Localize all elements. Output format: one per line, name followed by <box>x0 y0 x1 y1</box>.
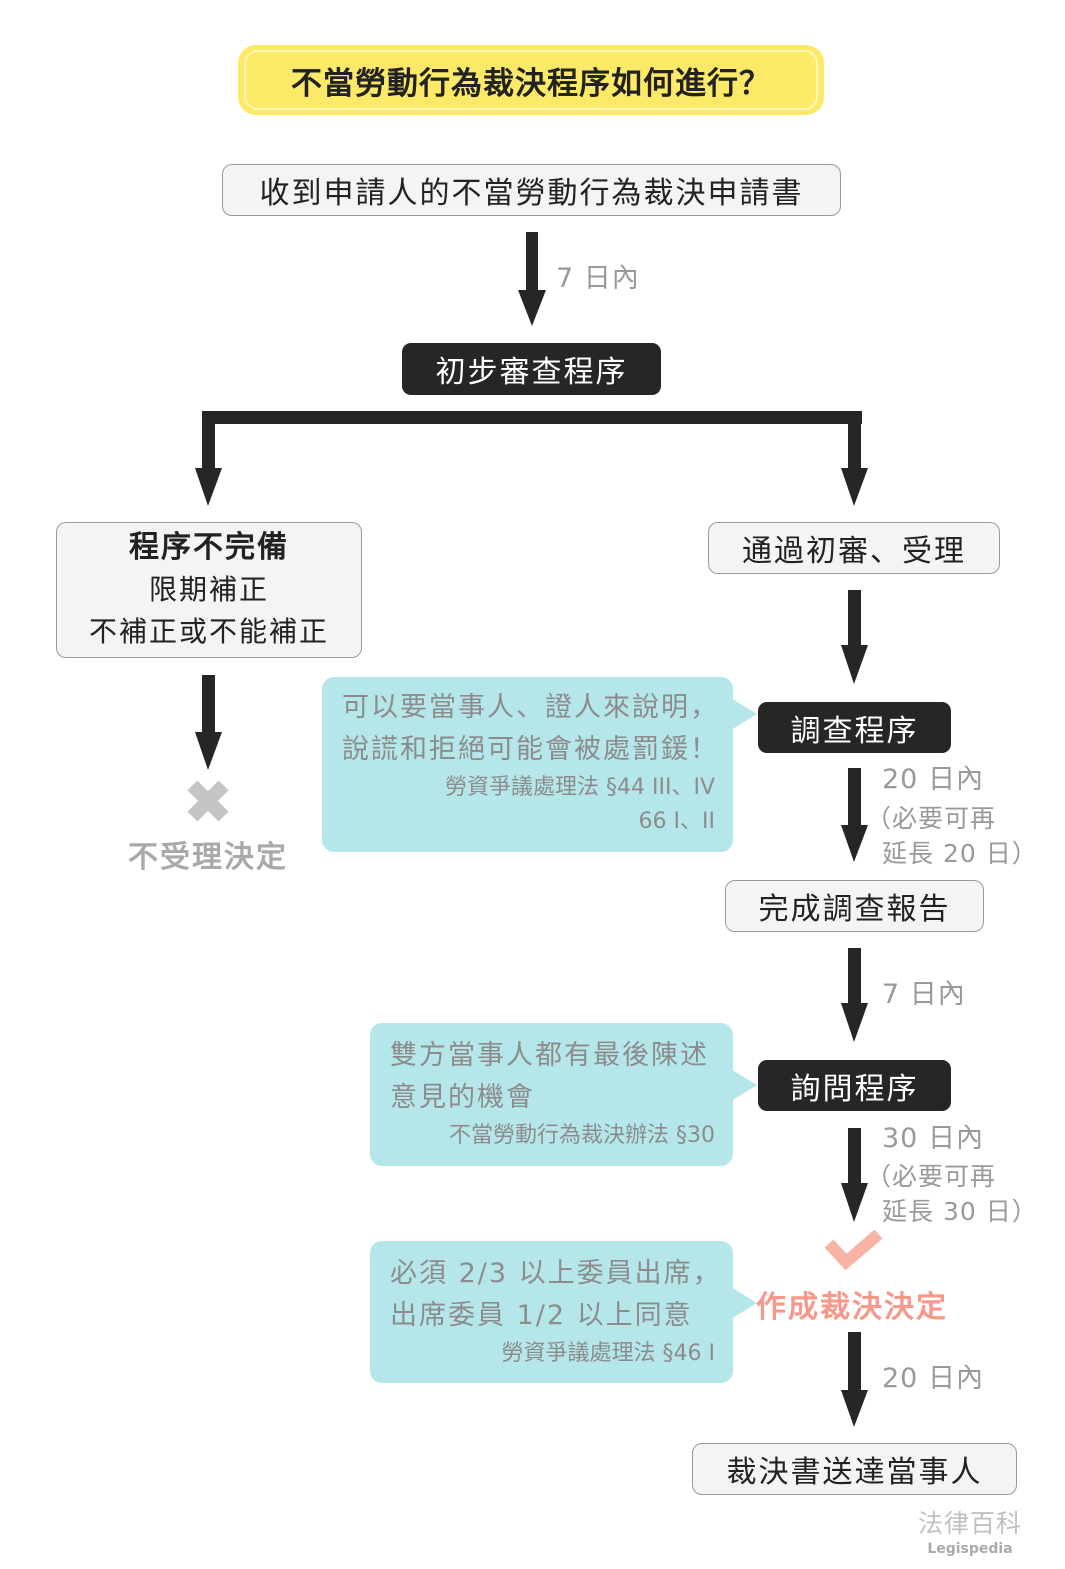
duration-label: 20 日內 <box>882 1363 984 1394</box>
note-text: 必須 2/3 以上委員出席， <box>390 1258 722 1289</box>
arrow-incomplete-to-reject <box>195 675 222 770</box>
page-title: 不當勞動行為裁決程序如何進行？ <box>244 50 818 110</box>
cross-icon <box>187 780 229 822</box>
duration-extension: （必要可再 <box>866 804 997 833</box>
step-decision: 作成裁決決定 <box>756 1290 948 1325</box>
check-icon <box>824 1229 883 1271</box>
step-inquiry: 詢問程序 <box>758 1060 951 1111</box>
note-text: 意見的機會 <box>390 1082 535 1113</box>
duration-extension: 延長 30 日） <box>882 1197 1038 1226</box>
duration-label: 30 日內 <box>882 1123 984 1154</box>
step-rejection: 不受理決定 <box>128 840 288 875</box>
note-decision: 必須 2/3 以上委員出席， 出席委員 1/2 以上同意 勞資爭議處理法 §46… <box>370 1241 757 1383</box>
note-text: 可以要當事人、證人來說明， <box>342 692 719 723</box>
arrow-branch <box>195 411 868 506</box>
note-investigation: 可以要當事人、證人來說明， 說謊和拒絕可能會被處罰鍰！ 勞資爭議處理法 §44 … <box>322 677 757 852</box>
watermark-cn: 法律百科 <box>917 1509 1022 1538</box>
duration-extension: （必要可再 <box>866 1162 997 1191</box>
bubble-tail <box>731 698 757 730</box>
note-citation: 不當勞動行為裁決辦法 §30 <box>449 1123 715 1148</box>
step-receive: 收到申請人的不當勞動行為裁決申請書 <box>222 164 841 216</box>
arrow-receive-to-review <box>518 232 546 326</box>
duration-label: 7 日內 <box>556 263 640 294</box>
incomplete-line: 限期補正 <box>148 573 269 606</box>
note-citation: 勞資爭議處理法 §46 I <box>501 1341 715 1366</box>
arrow-inquiry-to-decision <box>841 1128 868 1222</box>
arrow-decision-to-delivery <box>841 1332 868 1427</box>
bubble-tail <box>731 1287 757 1319</box>
note-text: 說謊和拒絕可能會被處罰鍰！ <box>342 734 719 765</box>
watermark-en: Legispedia <box>927 1541 1013 1557</box>
step-incomplete: 程序不完備 限期補正 不補正或不能補正 <box>56 522 362 658</box>
bubble-tail <box>731 1069 757 1101</box>
note-citation: 66 I、II <box>638 809 715 834</box>
duration-label: 20 日內 <box>882 764 984 795</box>
incomplete-heading: 程序不完備 <box>129 530 289 565</box>
step-delivery: 裁決書送達當事人 <box>692 1443 1017 1495</box>
title-banner: 不當勞動行為裁決程序如何進行？ <box>238 45 824 115</box>
step-report: 完成調查報告 <box>725 880 984 932</box>
note-inquiry: 雙方當事人都有最後陳述 意見的機會 不當勞動行為裁決辦法 §30 <box>370 1023 757 1166</box>
arrow-report-to-inquiry <box>841 948 868 1042</box>
note-text: 出席委員 1/2 以上同意 <box>390 1300 693 1331</box>
step-initial-review: 初步審查程序 <box>402 343 661 395</box>
arrow-accepted-to-investigation <box>841 590 868 684</box>
step-investigation: 調查程序 <box>758 702 951 753</box>
step-accepted: 通過初審、受理 <box>708 522 1000 574</box>
incomplete-line: 不補正或不能補正 <box>88 615 329 648</box>
duration-extension: 延長 20 日） <box>882 839 1038 868</box>
note-text: 雙方當事人都有最後陳述 <box>390 1040 709 1071</box>
note-citation: 勞資爭議處理法 §44 III、IV <box>445 775 715 800</box>
duration-label: 7 日內 <box>882 979 966 1010</box>
arrow-investigation-to-report <box>841 768 868 862</box>
watermark: 法律百科 Legispedia <box>910 1508 1030 1558</box>
